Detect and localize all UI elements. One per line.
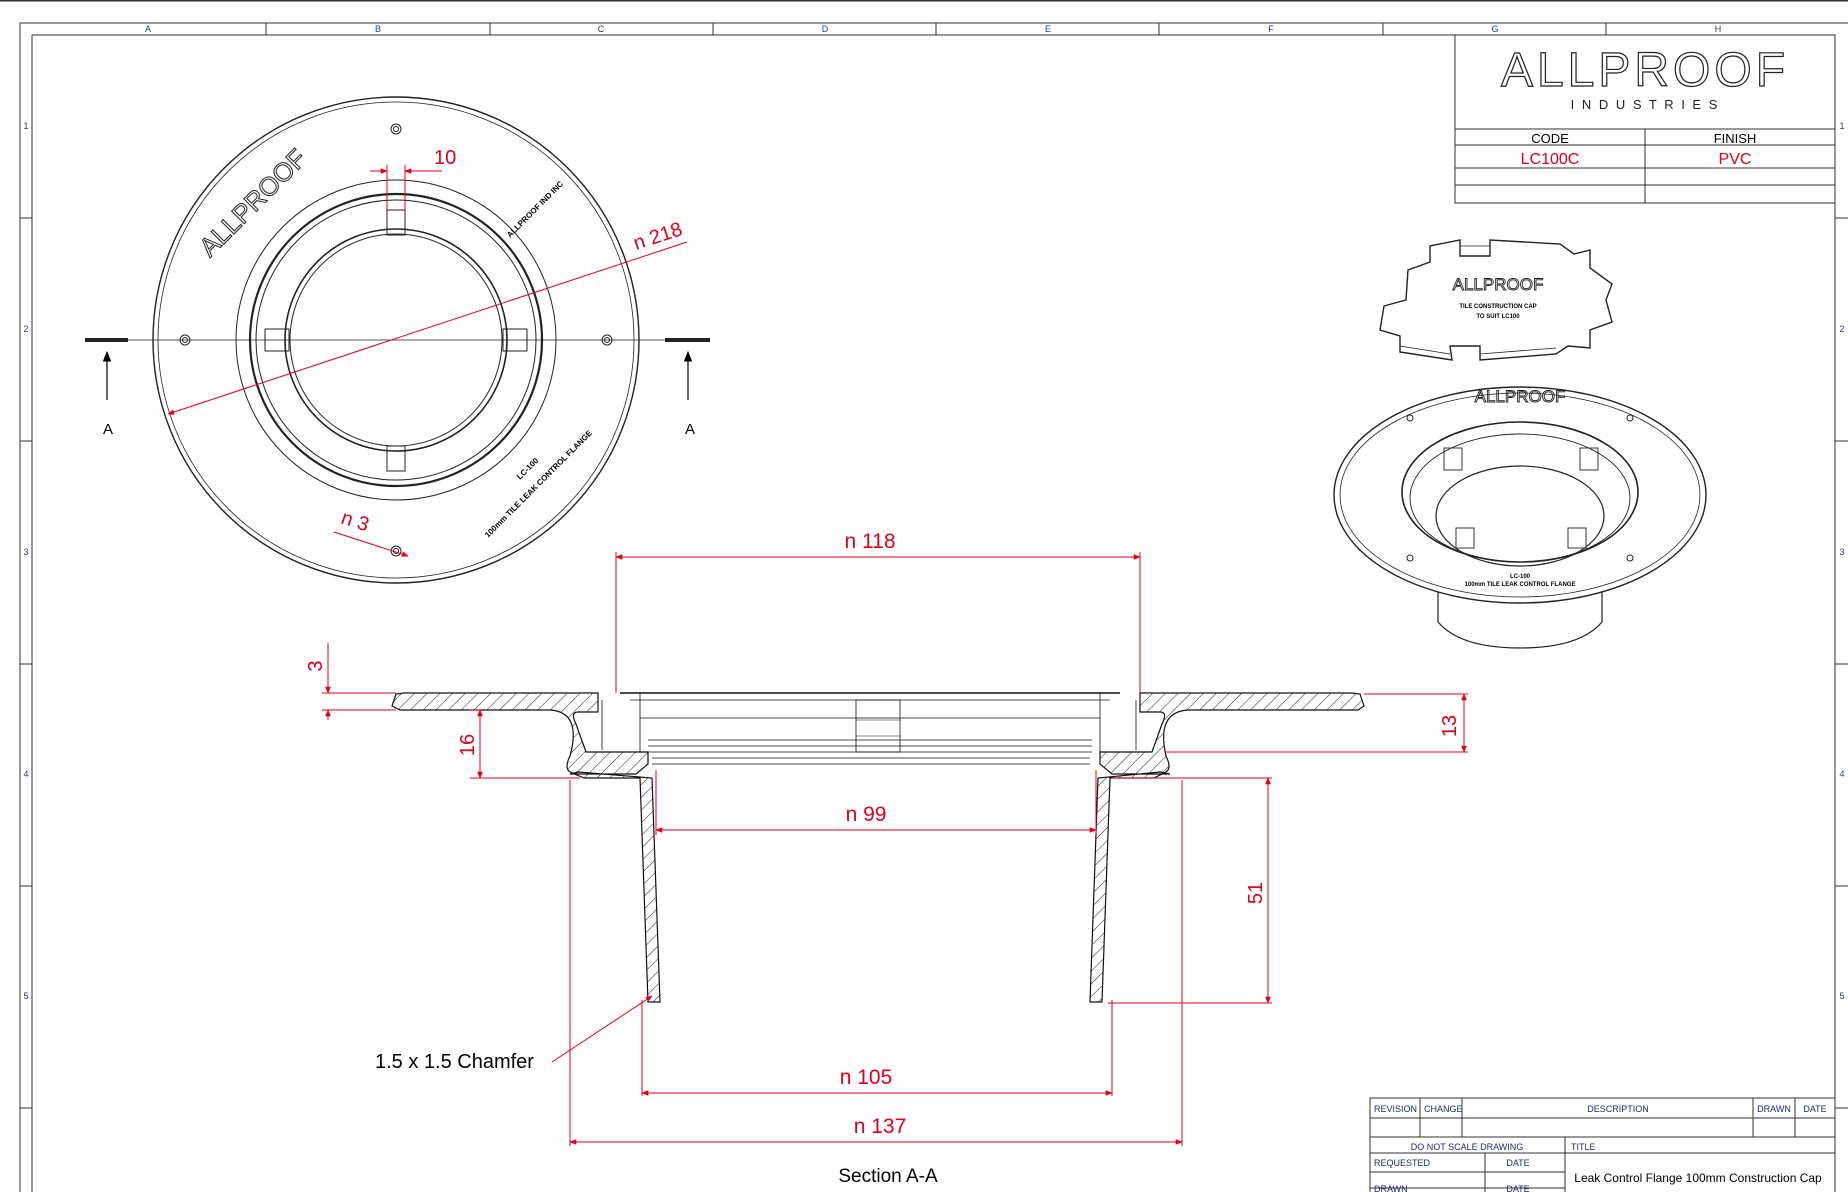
tb-do-not-scale: DO NOT SCALE DRAWING xyxy=(1411,1142,1524,1152)
title-block xyxy=(1369,1097,1836,1192)
grid-col: A xyxy=(145,24,151,34)
grid-row: 5 xyxy=(23,991,28,1001)
dim-pipe-inner: n 105 xyxy=(840,1066,893,1089)
dim-thread-inner: n 99 xyxy=(846,803,887,826)
grid-row: 4 xyxy=(1839,769,1844,779)
tb-header-revision: REVISION xyxy=(1374,1104,1417,1114)
dim-pipe-length: 51 xyxy=(1245,882,1267,904)
iso-flange-model: LC-100 xyxy=(1510,574,1531,580)
iso-flange-product: 100mm TILE LEAK CONTROL FLANGE xyxy=(1465,582,1576,588)
iso-flange-brand: ALLPROOF xyxy=(1475,387,1566,406)
dim-inner-top: n 118 xyxy=(845,530,896,553)
iso-cap-text-2: TO SUIT LC100 xyxy=(1476,314,1520,320)
grid-col: F xyxy=(1268,24,1274,34)
grid-col: B xyxy=(375,24,381,34)
tb-header-description: DESCRIPTION xyxy=(1587,1104,1649,1114)
finish-value: PVC xyxy=(1719,151,1752,168)
grid-row: 1 xyxy=(23,121,28,131)
top-view-model-engraving: LC-100 xyxy=(515,456,541,482)
section-mark-right: A xyxy=(685,421,695,438)
grid-row: 4 xyxy=(23,769,28,779)
tb-header-drawn: DRAWN xyxy=(1757,1104,1791,1114)
brand-tagline: I N D U S T R I E S xyxy=(1571,97,1720,112)
iso-flange xyxy=(1333,386,1707,649)
brand-logo-text: ALLPROOF xyxy=(1501,44,1789,97)
dim-outer-dia: n 218 xyxy=(631,218,685,254)
finish-header: FINISH xyxy=(1714,131,1757,146)
tb-requested: REQUESTED xyxy=(1374,1158,1431,1168)
grid-col: D xyxy=(822,24,829,34)
chamfer-note: 1.5 x 1.5 Chamfer xyxy=(375,1051,534,1073)
logo-block: ALLPROOF I N D U S T R I E S CODE FINISH… xyxy=(1454,34,1836,204)
iso-cap xyxy=(1379,239,1613,361)
grid-row: 5 xyxy=(1839,991,1844,1001)
grid-row: 2 xyxy=(1839,324,1844,334)
top-view-maker-engraving: ALLPROOF IND INC xyxy=(505,179,565,239)
tb-drawn: DRAWN xyxy=(1374,1184,1408,1192)
grid-col: C xyxy=(598,24,605,34)
section-title: Section A-A xyxy=(838,1166,938,1187)
code-header: CODE xyxy=(1531,131,1569,146)
section-mark-left: A xyxy=(103,421,113,438)
grid-row: 3 xyxy=(23,547,28,557)
grid-row-labels: 1 2 3 4 5 1 2 3 4 5 xyxy=(23,121,1844,1001)
dim-hole-dia: n 3 xyxy=(338,507,371,537)
grid-col: G xyxy=(1491,24,1498,34)
grid-row: 1 xyxy=(1839,121,1844,131)
grid-col: E xyxy=(1045,24,1051,34)
grid-column-labels: A B C D E F G H xyxy=(145,24,1721,34)
top-view-dims xyxy=(167,165,688,557)
tb-drawing-title: Leak Control Flange 100mm Construction C… xyxy=(1574,1171,1822,1185)
tb-title-label: TITLE xyxy=(1571,1142,1596,1152)
dim-pipe-outer: n 137 xyxy=(854,1115,907,1138)
tb-header-change: CHANGE xyxy=(1424,1104,1463,1114)
tb-date-2: DATE xyxy=(1506,1184,1529,1192)
grid-row: 3 xyxy=(1839,547,1844,557)
tb-date-1: DATE xyxy=(1506,1158,1529,1168)
dim-flange-thk: 3 xyxy=(305,660,327,671)
tb-header-date: DATE xyxy=(1803,1104,1826,1114)
iso-cap-text-1: TILE CONSTRUCTION CAP xyxy=(1459,304,1536,310)
dim-lip-height: 13 xyxy=(1439,715,1461,737)
dim-socket-depth: 16 xyxy=(457,734,479,756)
top-view xyxy=(85,96,710,584)
dim-slot-width: 10 xyxy=(434,147,456,169)
code-value: LC100C xyxy=(1521,151,1580,168)
top-view-product-engraving: 100mm TILE LEAK CONTROL FLANGE xyxy=(483,428,594,539)
grid-row: 2 xyxy=(23,324,28,334)
section-dims xyxy=(322,552,1468,1146)
section-view xyxy=(391,692,1365,1003)
grid-col: H xyxy=(1715,24,1722,34)
iso-cap-brand: ALLPROOF xyxy=(1453,275,1544,294)
